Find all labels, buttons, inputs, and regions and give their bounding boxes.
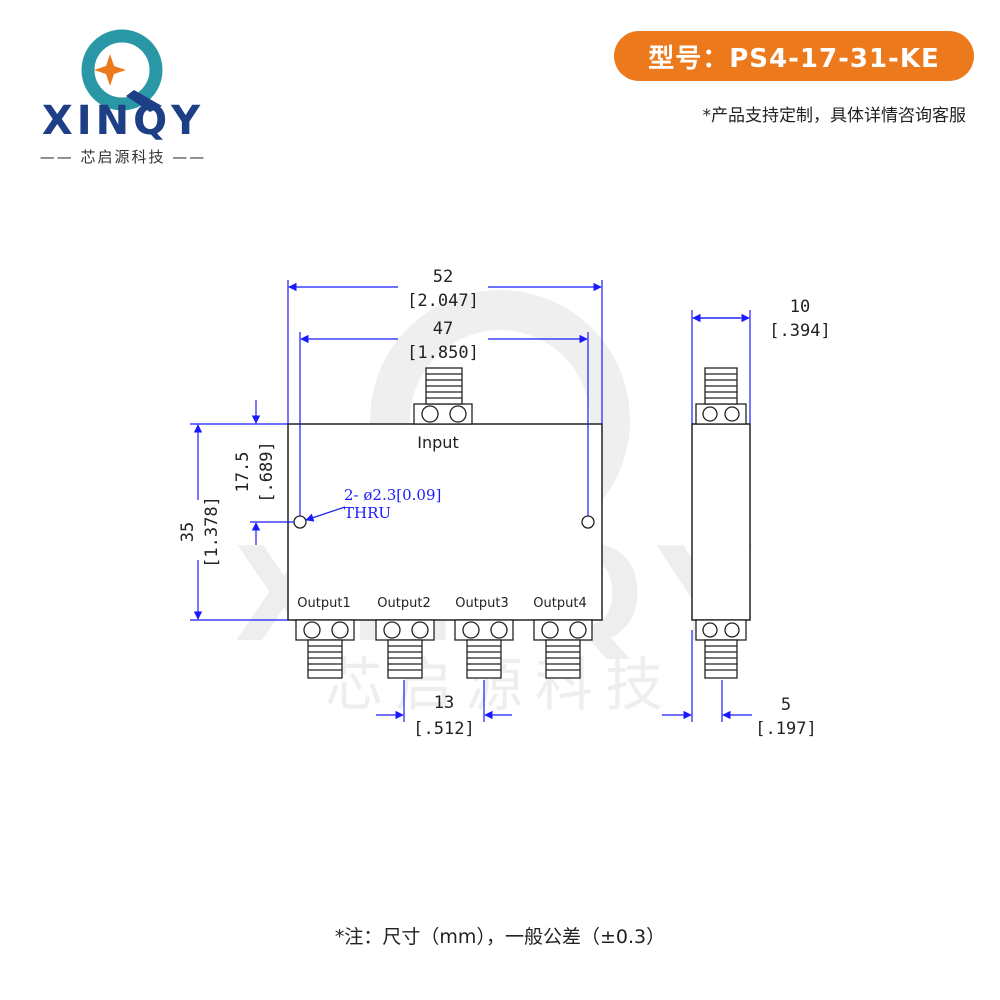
dim-width-mm: 52 [433,267,453,287]
mounting-hole-right [581,515,595,529]
input-connector [413,367,473,425]
hole-spec-line1: 2- ø2.3[0.09] [344,486,441,504]
dim-port-pitch-mm: 13 [434,693,454,713]
logo-q-mark [81,29,163,112]
brand-sub-rule-left: —— [39,148,74,166]
mounting-hole-left [293,515,307,529]
dim-height-mm: 35 [178,522,198,542]
dim-hole-span-in: [1.850] [407,343,479,363]
dim-side-port-in: [.197] [755,719,816,739]
brand-subtitle-text: 芯启源科技 [80,148,166,166]
brand-name: XINQY [41,98,205,144]
brand-sub-rule-right: —— [172,148,207,166]
customization-note: *产品支持定制，具体详情咨询客服 [702,106,967,126]
dim-hole-offset-in: [.689] [257,441,277,502]
output-label-3: Output3 [455,596,508,611]
splitter-body-side [691,423,751,621]
dim-side-port-mm: 5 [781,695,791,715]
side-input-connector [695,367,747,425]
output-connector-2 [375,619,435,679]
side-output-connector [695,619,747,679]
brand-subtitle: —— 芯启源科技 —— [28,146,218,167]
tolerance-note: *注：尺寸（mm），一般公差（±0.3） [334,926,666,948]
dim-thickness-mm: 10 [790,297,810,317]
hole-spec-leader [305,506,346,522]
dim-hole-offset-mm: 17.5 [233,452,253,493]
output-label-4: Output4 [533,596,586,611]
hole-spec-line2: THRU [344,504,391,522]
output-connector-1 [295,619,355,679]
model-badge: 型号：PS4-17-31-KE [614,31,974,81]
output-label-2: Output2 [377,596,430,611]
dim-port-pitch-in: [.512] [413,719,474,739]
dim-width-in: [2.047] [407,291,479,311]
brand-logo [81,29,163,112]
output-connector-4 [533,619,593,679]
dim-thickness-in: [.394] [769,321,830,341]
dim-hole-span-mm: 47 [433,319,453,339]
dim-height-in: [1.378] [202,496,222,568]
splitter-body-front [287,423,603,621]
input-label: Input [417,433,458,452]
output-label-1: Output1 [297,596,350,611]
output-connector-3 [454,619,514,679]
dimension-lines [190,280,752,722]
